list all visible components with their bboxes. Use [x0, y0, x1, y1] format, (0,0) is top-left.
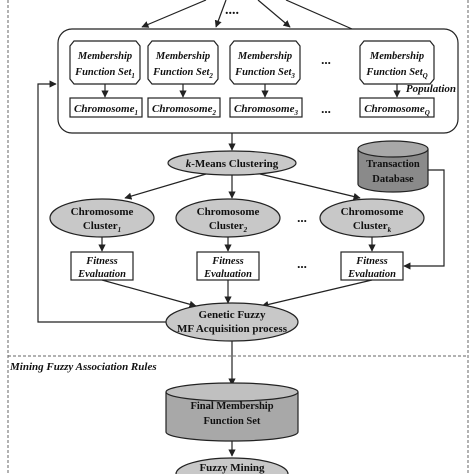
mf-set-3: Membership Function Set3	[229, 40, 301, 85]
mf-ellipsis: ...	[321, 52, 331, 67]
mf-set-1-sub: Function Set	[74, 67, 132, 78]
chromosome-3-idx: 3	[294, 109, 299, 117]
chromosome-cluster-k: Chromosome Clusterk	[319, 198, 425, 238]
kmeans-to-cluster-arrows	[124, 173, 361, 200]
svg-text:Function Set2: Function Set2	[152, 67, 213, 80]
kmeans-k: k	[186, 158, 192, 170]
mf-set-2-idx: 2	[208, 72, 213, 80]
mf-to-chromosome-arrows	[101, 84, 401, 98]
fitness-evaluation-3: Fitness Evaluation	[340, 251, 404, 281]
fitness-1-line1: Fitness	[85, 256, 118, 267]
svg-text:k-Means Clustering: k-Means Clustering	[186, 158, 279, 170]
cluster-1-line1: Chromosome	[71, 206, 134, 218]
svg-text:Clusterk: Clusterk	[353, 220, 392, 234]
outer-dashed-frame	[7, 0, 469, 474]
cluster-k-line2: Cluster	[353, 220, 388, 232]
chromosome-q-label: Chromosome	[364, 103, 425, 115]
svg-text:Chromosome1: Chromosome1	[74, 103, 138, 117]
gf-line1: Genetic Fuzzy	[199, 309, 266, 321]
fitness-2-line1: Fitness	[211, 256, 244, 267]
cluster-ellipsis: ...	[297, 210, 307, 225]
mf-set-q-label: Membership	[369, 51, 424, 62]
chromosome-q-idx: Q	[425, 109, 430, 117]
svg-text:Cluster2: Cluster2	[209, 220, 248, 234]
svg-text:Function Set3: Function Set3	[234, 67, 295, 80]
chromosome-1: Chromosome1	[69, 97, 143, 118]
chromosome-1-label: Chromosome	[74, 103, 135, 115]
mf-set-2: Membership Function Set2	[147, 40, 219, 85]
cluster-2-idx: 2	[243, 226, 248, 234]
transaction-database-line1: Transaction	[366, 159, 420, 170]
chromosome-3: Chromosome3	[229, 97, 303, 118]
top-ellipsis: ....	[225, 3, 239, 18]
chromosome-2: Chromosome2	[147, 97, 221, 118]
mf-set-1: Membership Function Set1	[69, 40, 141, 85]
chromosome-1-idx: 1	[135, 109, 139, 117]
cluster-1-idx: 1	[118, 226, 122, 234]
fuzzy-mining: Fuzzy Mining	[175, 457, 289, 474]
mining-section-label: Mining Fuzzy Association Rules	[9, 361, 157, 373]
mf-set-q-idx: Q	[423, 72, 428, 80]
final-mf-set: Final Membership Function Set	[165, 382, 299, 442]
feedback-loop-arrow	[37, 80, 166, 323]
fitness-1-line2: Evaluation	[77, 269, 126, 280]
transaction-database-line2: Database	[372, 174, 414, 185]
chromosome-ellipsis: ...	[321, 101, 331, 116]
population-label: Population	[406, 83, 456, 95]
cluster-1-line2: Cluster	[83, 220, 118, 232]
chromosome-3-label: Chromosome	[234, 103, 295, 115]
svg-text:Function SetQ: Function SetQ	[365, 67, 427, 80]
svg-text:Chromosome3: Chromosome3	[234, 103, 299, 117]
cluster-k-line1: Chromosome	[341, 206, 404, 218]
chromosome-2-idx: 2	[212, 109, 217, 117]
gf-line2: MF Acquisition process	[177, 323, 288, 335]
cluster-to-fitness-arrows	[98, 237, 376, 252]
fitness-ellipsis: ...	[297, 256, 307, 271]
fitness-3-line2: Evaluation	[347, 269, 396, 280]
cluster-2-line1: Chromosome	[197, 206, 260, 218]
kmeans-clustering: k-Means Clustering	[167, 150, 297, 176]
genetic-fuzzy-process: Genetic Fuzzy MF Acquisition process	[165, 302, 299, 342]
svg-text:Chromosome2: Chromosome2	[152, 103, 217, 117]
svg-text:Cluster1: Cluster1	[83, 220, 121, 234]
fitness-evaluation-1: Fitness Evaluation	[70, 251, 134, 281]
chromosome-2-label: Chromosome	[152, 103, 213, 115]
mf-set-q: Membership Function SetQ	[359, 40, 435, 85]
mf-set-2-sub: Function Set	[152, 67, 210, 78]
mf-set-1-idx: 1	[131, 72, 135, 80]
mf-set-1-label: Membership	[77, 51, 132, 62]
fitness-2-line2: Evaluation	[203, 269, 252, 280]
mf-set-2-label: Membership	[155, 51, 210, 62]
mf-set-3-label: Membership	[237, 51, 292, 62]
kmeans-label: -Means Clustering	[191, 158, 279, 170]
fitness-to-gf-arrows	[101, 279, 373, 309]
final-mf-line2: Function Set	[204, 416, 261, 427]
mf-set-q-sub: Function Set	[365, 67, 423, 78]
cluster-2-line2: Cluster	[209, 220, 244, 232]
mf-set-3-sub: Function Set	[234, 67, 292, 78]
cluster-k-idx: k	[388, 226, 392, 234]
svg-text:Function Set1: Function Set1	[74, 67, 135, 80]
fitness-evaluation-2: Fitness Evaluation	[196, 251, 260, 281]
final-mf-line1: Final Membership	[190, 401, 273, 412]
svg-text:ChromosomeQ: ChromosomeQ	[364, 103, 430, 117]
chromosome-cluster-1: Chromosome Cluster1	[49, 198, 155, 238]
chromosome-q: ChromosomeQ	[359, 97, 435, 118]
fuzzy-mining-label: Fuzzy Mining	[199, 462, 265, 474]
database-to-fitness-arrow	[403, 169, 445, 270]
mf-set-3-idx: 3	[290, 72, 295, 80]
transaction-database: Transaction Database	[357, 140, 429, 193]
fitness-3-line1: Fitness	[355, 256, 388, 267]
chromosome-cluster-2: Chromosome Cluster2	[175, 198, 281, 238]
